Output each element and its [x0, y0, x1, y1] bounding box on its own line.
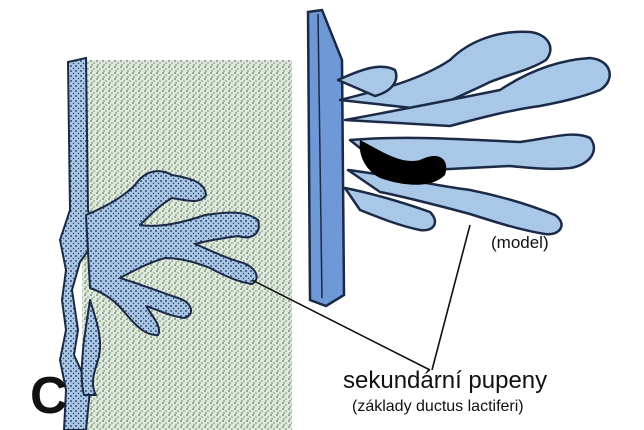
- secondary-buds-label: sekundární pupeny: [343, 367, 547, 395]
- epidermis-plate: [308, 10, 344, 306]
- 3d-model: [308, 10, 610, 306]
- leader-line-model: [432, 225, 470, 370]
- model-label: (model): [491, 233, 549, 253]
- model-buds: [338, 32, 610, 234]
- panel-letter: C: [30, 370, 68, 422]
- secondary-buds-sublabel: (základy ductus lactiferi): [352, 398, 524, 416]
- histology-section: [60, 58, 292, 430]
